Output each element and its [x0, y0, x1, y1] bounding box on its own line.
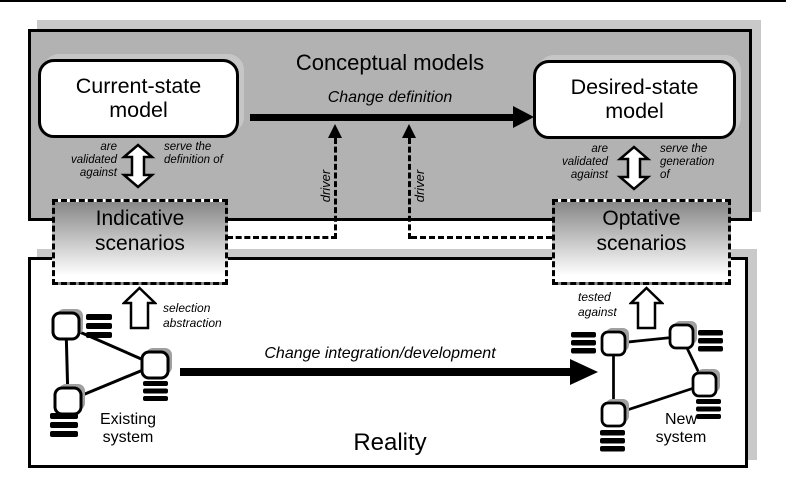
- change-definition-arrowhead-icon: [513, 106, 534, 128]
- new-system-network-icon: [571, 321, 723, 452]
- driver-dashed-line-1: [334, 138, 337, 239]
- current-state-model-label: Current-state model: [75, 73, 202, 122]
- change-integration-arrow-line: [180, 368, 570, 376]
- scenario-link-dashed-line-left: [227, 236, 337, 239]
- right-are-validated-against-label: are validated against: [561, 143, 608, 181]
- up-block-arrow-icon: [122, 286, 157, 330]
- existing-system-network-icon: [50, 309, 172, 437]
- driver-label-1: driver: [318, 169, 333, 203]
- driver-arrowhead-icon: [402, 124, 416, 138]
- optative-scenarios-box: Optative scenarios: [552, 199, 731, 285]
- change-definition-arrow-line: [250, 114, 513, 121]
- new-system-label: New system: [655, 411, 707, 446]
- up-block-arrow-icon: [629, 286, 664, 330]
- reality-title: Reality: [353, 429, 427, 456]
- right-serve-generation-label: serve the generation of: [660, 143, 715, 181]
- left-are-validated-against-label: are validated against: [70, 141, 117, 179]
- driver-dashed-line-2: [408, 138, 411, 239]
- indicative-scenarios-label: Indicative scenarios: [95, 207, 185, 255]
- desired-state-model-box: Desired-state model: [533, 60, 736, 139]
- driver-arrowhead-icon: [328, 124, 342, 138]
- conceptual-models-title: Conceptual models: [295, 50, 485, 75]
- updown-arrow-icon: [616, 145, 652, 191]
- desired-state-model-label: Desired-state model: [570, 74, 699, 123]
- current-state-model-box: Current-state model: [38, 59, 239, 138]
- selection-abstraction-label: selection abstraction: [163, 301, 222, 330]
- driver-label-2: driver: [412, 169, 427, 203]
- change-integration-label: Change integration/development: [264, 345, 496, 362]
- left-serve-definition-label: serve the definition of: [164, 141, 223, 166]
- figure-top-border: [0, 0, 786, 2]
- updown-arrow-icon: [120, 143, 156, 189]
- scenario-link-dashed-line-right: [411, 236, 552, 239]
- tested-against-label: tested against: [578, 290, 617, 319]
- optative-scenarios-label: Optative scenarios: [596, 207, 687, 255]
- change-integration-arrowhead-icon: [570, 359, 598, 385]
- change-definition-label: Change definition: [327, 89, 453, 106]
- existing-system-label: Existing system: [99, 411, 157, 446]
- indicative-scenarios-box: Indicative scenarios: [52, 199, 228, 285]
